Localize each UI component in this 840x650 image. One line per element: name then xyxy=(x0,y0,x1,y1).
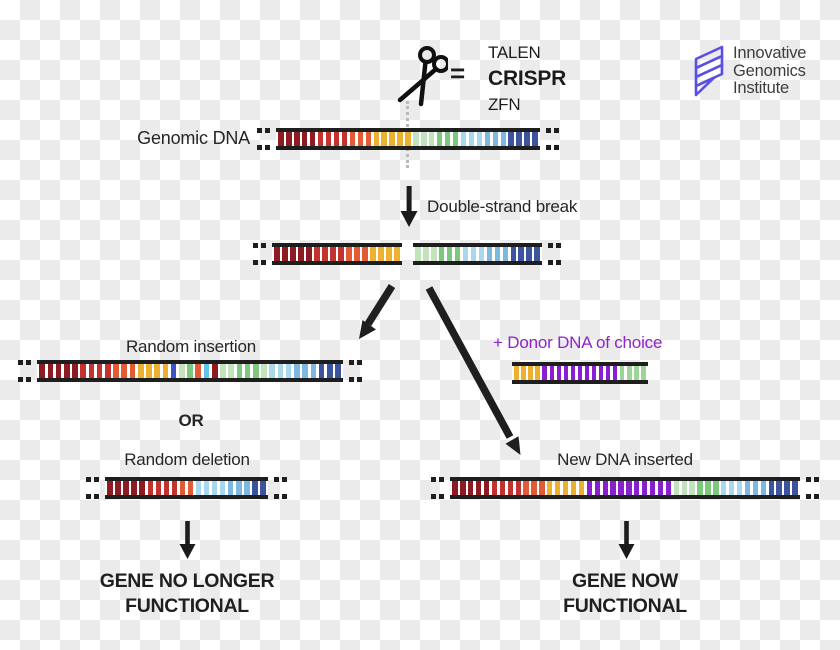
genomic-dna-rungs xyxy=(276,132,540,146)
dna-continuation-dots-left xyxy=(86,477,99,499)
igi-logo-icon xyxy=(694,45,724,97)
left-outcome-arrow-icon xyxy=(179,521,196,559)
outcome-left-line-1: GENE NO LONGER xyxy=(99,570,275,592)
igi-logo: Innovative Genomics Institute xyxy=(693,44,807,99)
outcome-right-line-1: GENE NOW xyxy=(572,570,678,592)
or-label: OR xyxy=(178,411,204,430)
new-dna-inserted-bar xyxy=(431,477,819,499)
gene-now-functional-text: GENE NOW FUNCTIONAL xyxy=(525,569,725,619)
broken-dna-left-bar xyxy=(253,243,402,265)
random-deletion-bar xyxy=(86,477,287,499)
logo-line-3: Institute xyxy=(733,79,789,97)
dna-continuation-dots-left xyxy=(253,243,266,265)
genomic-dna-label: Genomic DNA xyxy=(137,128,250,148)
logo-line-1: Innovative xyxy=(733,44,807,62)
dna-continuation-dots-right xyxy=(349,360,362,382)
editing-tools-list: TALEN CRISPR ZFN xyxy=(488,40,566,117)
genomic-dna-bar xyxy=(257,128,559,150)
donor-dna-bar xyxy=(512,362,648,384)
broken-dna-left-rungs xyxy=(272,247,402,261)
arrow-to-new-dna xyxy=(425,286,514,439)
dna-continuation-dots-right xyxy=(806,477,819,499)
logo-line-2: Genomics xyxy=(733,61,806,80)
new-dna-inserted-rungs xyxy=(450,481,800,495)
arrow-to-random-outcomes-head xyxy=(359,320,376,339)
tool-crispr: CRISPR xyxy=(488,67,567,90)
donor-dna-label: + Donor DNA of choice xyxy=(493,333,663,352)
igi-logo-text: Innovative Genomics Institute xyxy=(733,44,807,99)
broken-dna-right-rungs xyxy=(413,247,542,261)
arrow-to-new-dna-head xyxy=(505,436,521,455)
dna-continuation-dots-right xyxy=(546,128,559,150)
dna-continuation-dots-left xyxy=(431,477,444,499)
outcome-right-line-2: FUNCTIONAL xyxy=(563,595,687,617)
right-outcome-arrow-icon xyxy=(618,521,635,559)
dna-continuation-dots-right xyxy=(548,243,561,265)
donor-dna-rungs xyxy=(512,366,648,380)
equals-sign: = xyxy=(450,58,466,88)
random-insertion-bar xyxy=(18,360,362,382)
gene-no-longer-functional-text: GENE NO LONGER FUNCTIONAL xyxy=(87,569,287,619)
tool-zfn: ZFN xyxy=(488,95,521,114)
random-deletion-rungs xyxy=(105,481,268,495)
outcome-left-line-2: FUNCTIONAL xyxy=(125,595,249,617)
double-strand-break-label: Double-strand break xyxy=(427,197,578,216)
tool-talen: TALEN xyxy=(488,43,541,62)
dna-continuation-dots-right xyxy=(274,477,287,499)
scissors-icon xyxy=(397,46,448,107)
dna-continuation-dots-left xyxy=(257,128,270,150)
random-deletion-label: Random deletion xyxy=(124,450,250,469)
random-insertion-label: Random insertion xyxy=(125,337,257,356)
dna-continuation-dots-left xyxy=(18,360,31,382)
break-arrow-icon xyxy=(400,186,418,227)
broken-dna-right-bar xyxy=(413,243,561,265)
random-insertion-rungs xyxy=(37,364,343,378)
new-dna-inserted-label: New DNA inserted xyxy=(557,450,693,469)
arrow-to-random-outcomes xyxy=(364,283,396,327)
